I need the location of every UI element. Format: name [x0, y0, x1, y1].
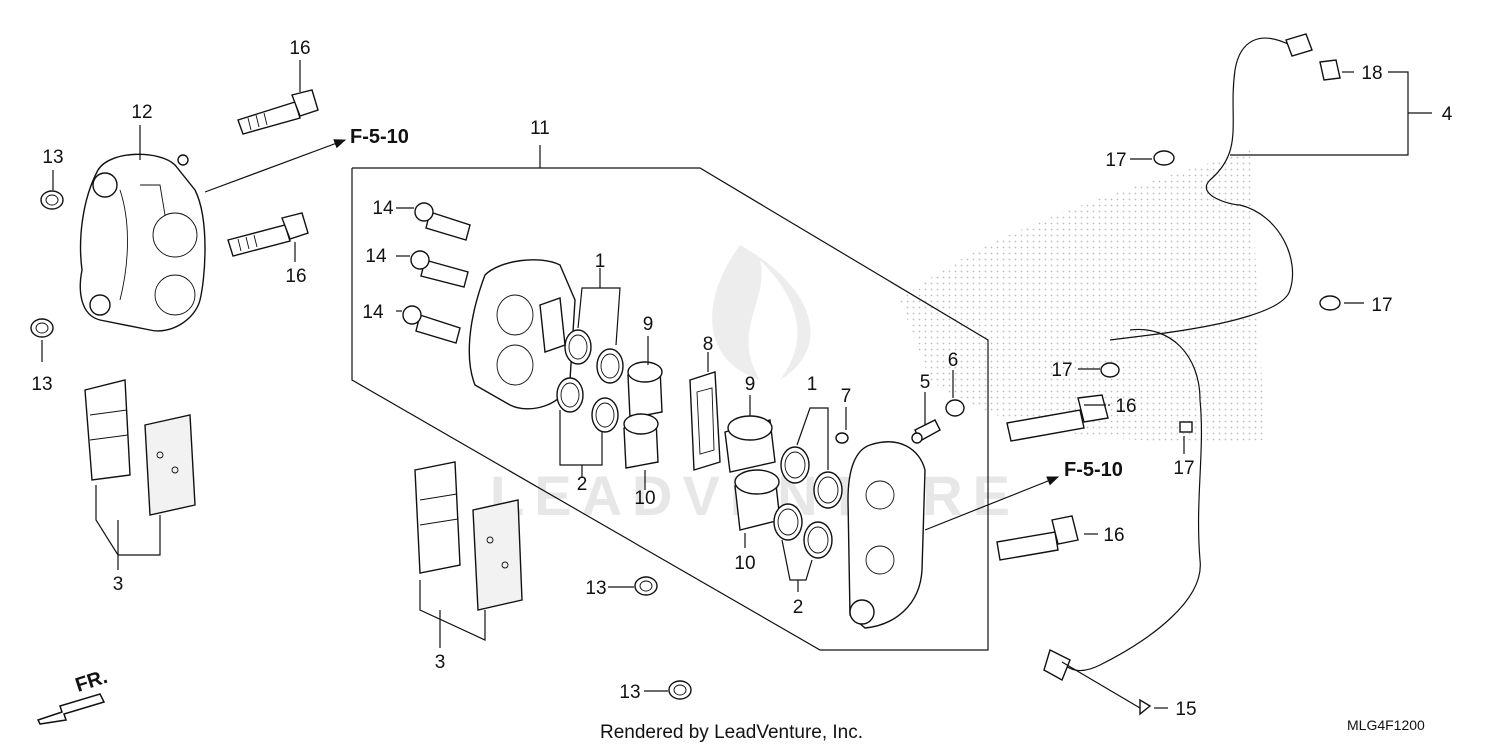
callout-17-top: 17: [1105, 150, 1126, 171]
brake-pads-left: [84, 379, 196, 516]
callout-17-lower: 17: [1173, 458, 1194, 479]
clip-17-middle: [1100, 362, 1120, 378]
callout-11: 11: [530, 118, 550, 139]
clip-17-right: [1319, 295, 1341, 311]
bolt-16-upper-left: [237, 89, 319, 135]
pistons-left: [623, 361, 663, 469]
brake-pads-center: [414, 461, 523, 611]
callout-14-b: 14: [365, 246, 387, 267]
front-direction-marker: FR.: [36, 666, 110, 725]
callout-16-top: 16: [289, 38, 310, 59]
callout-13-left-bottom: 13: [31, 374, 52, 395]
dotted-wheel-band: [900, 150, 1265, 442]
callout-9-left: 9: [643, 314, 654, 335]
bolt-16-lower-left: [227, 212, 309, 257]
seals-group-1-2-left: [556, 329, 624, 433]
callout-10-left: 10: [634, 488, 655, 509]
callout-4: 4: [1442, 104, 1453, 125]
bleeder-valve-5: [911, 419, 941, 444]
seal-13-center: [634, 576, 658, 596]
callout-17-middle: 17: [1051, 360, 1072, 381]
reference-arrows: [204, 139, 1060, 531]
callout-14-a: 14: [372, 198, 394, 219]
seal-13-upper-left: [40, 190, 64, 210]
callout-1-left: 1: [595, 251, 606, 272]
callout-3-left: 3: [113, 574, 124, 595]
callout-1-right: 1: [807, 374, 818, 395]
bleeder-cap-6: [945, 399, 965, 417]
reference-label-top: F-5-10: [350, 126, 409, 148]
front-marker-label: FR.: [73, 666, 110, 697]
caliper-right: [847, 441, 926, 629]
bolt-16-right-lower: [996, 515, 1079, 561]
callout-3-center: 3: [435, 652, 446, 673]
washer-7: [835, 432, 849, 444]
callout-2-right: 2: [793, 597, 804, 618]
callout-14-c: 14: [362, 302, 384, 323]
callout-12: 12: [131, 102, 152, 123]
callout-17-right: 17: [1371, 295, 1392, 316]
footer-credit: Rendered by LeadVenture, Inc.: [600, 722, 863, 743]
diagram-code: MLG4F1200: [1347, 717, 1425, 733]
callout-18: 18: [1361, 63, 1382, 84]
seal-13-lower-left: [30, 318, 54, 338]
pad-spring-8: [689, 371, 721, 471]
seals-group-1-2-right: [773, 446, 843, 559]
reference-label-right: F-5-10: [1064, 459, 1123, 481]
clip-17-top: [1153, 150, 1175, 166]
callout-13-bottom: 13: [619, 682, 640, 703]
callout-16-right-lower: 16: [1103, 525, 1124, 546]
callout-10-right: 10: [734, 553, 755, 574]
bolt-16-right-upper: [1006, 394, 1109, 442]
seal-13-bottom: [668, 680, 692, 700]
bolt-14-b: [410, 250, 469, 288]
callout-5: 5: [920, 372, 931, 393]
bolt-14-a: [414, 202, 471, 241]
callout-labels: 16 12 13 16 13 3 11 14 14 14 1 9 8 9 1 7…: [31, 38, 1452, 720]
bolt-14-c: [402, 305, 461, 344]
callout-2-left: 2: [577, 474, 588, 495]
callout-13-left-top: 13: [42, 147, 63, 168]
kit-outline-11: [351, 145, 989, 651]
callout-16-left: 16: [285, 266, 306, 287]
callout-15: 15: [1175, 699, 1196, 720]
callout-9-right: 9: [745, 374, 756, 395]
caliper-left: [79, 153, 206, 332]
speed-sensor-harness-4: [1043, 33, 1313, 716]
callout-13-center: 13: [585, 578, 606, 599]
callout-6: 6: [948, 350, 959, 371]
pistons-right: [724, 415, 781, 531]
leader-lines: [41, 60, 1432, 709]
callout-8: 8: [703, 334, 714, 355]
callout-7: 7: [841, 386, 852, 407]
clip-18: [1319, 59, 1341, 81]
clip-17-lower: [1179, 421, 1193, 433]
callout-16-right-upper: 16: [1115, 396, 1136, 417]
